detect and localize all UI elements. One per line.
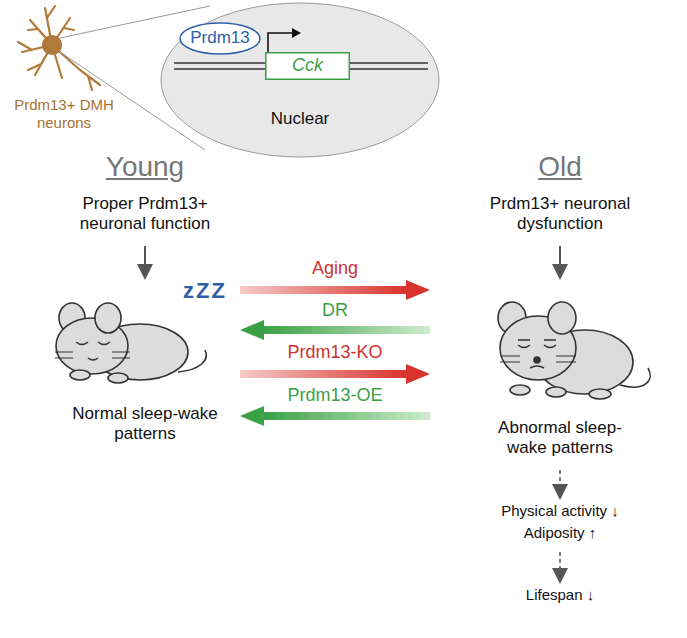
arrow: [144, 246, 146, 276]
text-label: Aging: [312, 258, 358, 280]
text-label: Physical activity ↓: [501, 502, 619, 520]
text-label: Normal sleep-wake patterns: [60, 404, 230, 445]
dashed-arrow: [559, 552, 561, 580]
nucleus-ellipse: Nuclear Prdm13Cck: [160, 2, 440, 158]
text-label: DR: [322, 300, 348, 322]
text-label: Proper Prdm13+ neuronal function: [60, 194, 230, 235]
text-label: Prdm13+ neuronal dysfunction: [480, 194, 640, 235]
dashed-arrow: [559, 470, 561, 496]
neuron-icon: [18, 6, 100, 90]
text-label: Adiposity ↑: [524, 524, 597, 542]
protein-oval: Prdm13: [179, 22, 261, 55]
sleeping-mouse: [55, 303, 206, 383]
text-label: zZZ: [183, 278, 227, 304]
tired-mouse: [498, 302, 650, 399]
text-label: Prdm13-OE: [287, 385, 382, 407]
arrow: [559, 246, 561, 276]
text-label: Young: [106, 150, 184, 184]
node-label: Nuclear: [271, 110, 330, 129]
gene-box: Cck: [265, 52, 350, 80]
text-label: Prdm13+ DMH neurons: [4, 96, 124, 132]
node-label: Prdm13: [190, 29, 250, 48]
text-label: Lifespan ↓: [526, 586, 594, 604]
text-label: Old: [538, 150, 582, 184]
transition-arrow: [240, 280, 430, 426]
node-label: Cck: [292, 56, 323, 76]
text-label: Prdm13-KO: [287, 342, 382, 364]
text-label: Abnormal sleep-wake patterns: [480, 418, 640, 459]
